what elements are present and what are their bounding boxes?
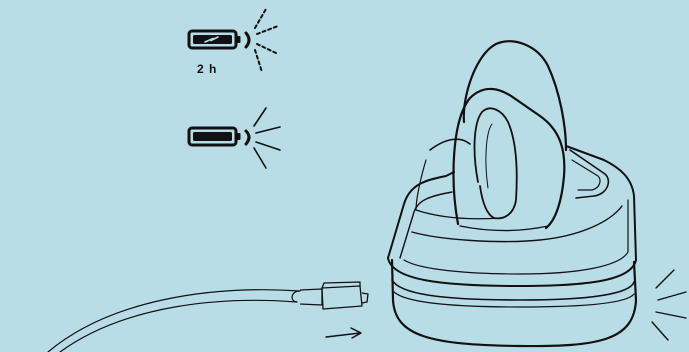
insert-direction-arrow-icon [325,327,362,339]
steady-led-icon [244,107,281,169]
blinking-led-icon [244,8,279,73]
charging-device [452,40,568,232]
dock-light-indicator-icon [651,269,687,341]
usb-cable [47,289,301,352]
charging-duration-label: 2 h [197,62,218,76]
battery-charging-icon [187,29,241,50]
battery-full-icon [187,126,241,147]
charging-dock [387,138,638,348]
usb-plug [299,281,369,310]
